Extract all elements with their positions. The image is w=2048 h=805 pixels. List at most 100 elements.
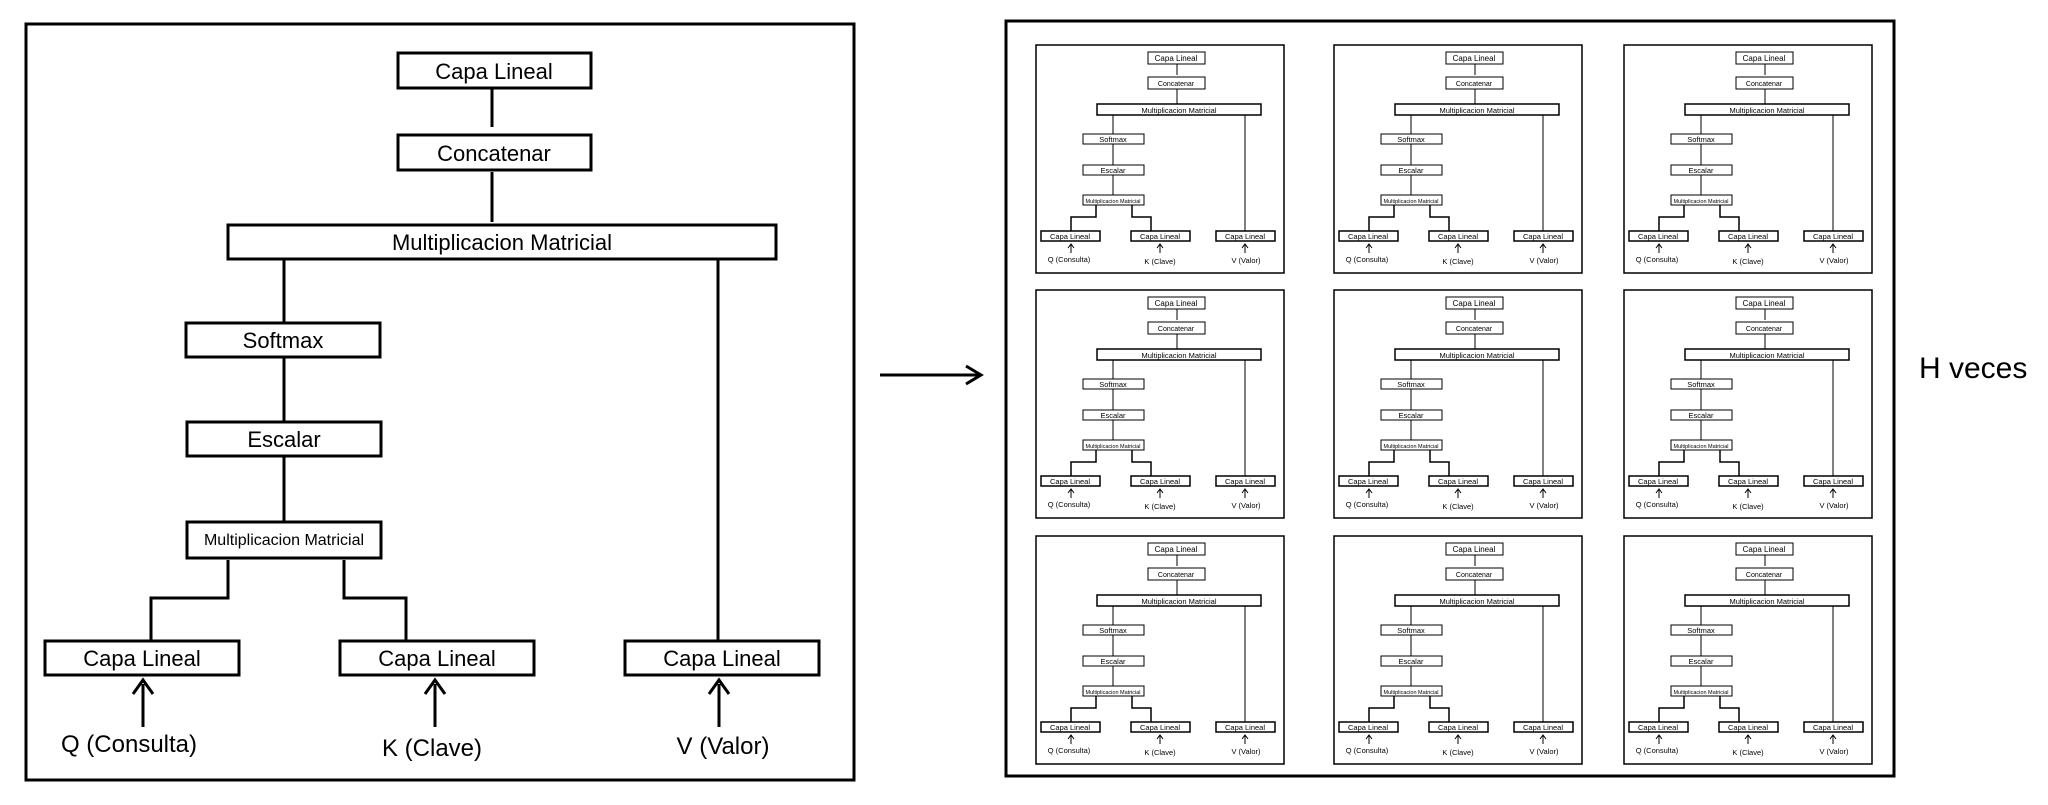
mini-matmul-bottom-box: [1380, 439, 1443, 451]
mini-linear-v-box: [1803, 475, 1864, 487]
mini-linear-q-label: Capa Lineal: [1050, 232, 1090, 241]
mini-linear-k-box: [1130, 230, 1191, 242]
mini-top-linear-label: Capa Lineal: [1155, 299, 1198, 308]
mini-scale-label: Escalar: [1100, 166, 1126, 175]
repeat-arrow: [880, 364, 984, 386]
mini-matmul-top-label: Multiplicacion Matricial: [1439, 597, 1514, 606]
softmax-box: [184, 321, 382, 359]
linear-k-box: [338, 639, 536, 677]
mini-concat-box: [1147, 567, 1206, 581]
mini-matmul-top-box: [1394, 103, 1560, 116]
mini-linear-v-label: Capa Lineal: [1523, 723, 1563, 732]
mini-input-q-label: Q (Consulta): [1048, 500, 1091, 509]
mini-linear-v-label: Capa Lineal: [1813, 477, 1853, 486]
mini-top-linear-box: [1445, 296, 1504, 310]
mini-concat-box: [1735, 567, 1794, 581]
scale-label: Escalar: [247, 427, 320, 452]
mini-softmax-box: [1670, 378, 1733, 390]
mini-linear-q-box: [1338, 721, 1399, 733]
linear-q-box: [43, 639, 241, 677]
mini-linear-v-box: [1803, 230, 1864, 242]
mini-input-q-label: Q (Consulta): [1636, 255, 1679, 264]
mini-matmul-bottom-box: [1670, 685, 1733, 697]
mini-matmul-top-box: [1684, 103, 1850, 116]
mini-concat-box: [1445, 567, 1504, 581]
mini-concat-label: Concatenar: [1746, 81, 1783, 88]
mini-matmul-bottom-box: [1082, 685, 1145, 697]
linear-q-label: Capa Lineal: [83, 646, 200, 671]
mini-scale-label: Escalar: [1100, 411, 1126, 420]
mini-top-linear-label: Capa Lineal: [1453, 545, 1496, 554]
linear-k-label: Capa Lineal: [378, 646, 495, 671]
mini-input-k-label: K (Clave): [1442, 502, 1474, 511]
mini-input-k-label: K (Clave): [1732, 257, 1764, 266]
mini-linear-v-box: [1513, 721, 1574, 733]
mini-scale-label: Escalar: [1398, 166, 1424, 175]
mini-input-k-label: K (Clave): [1144, 257, 1176, 266]
mini-matmul-top-box: [1684, 594, 1850, 607]
matmul-bottom-label: Multiplicacion Matricial: [204, 532, 364, 549]
mini-matmul-top-box: [1394, 594, 1560, 607]
mini-top-linear-label: Capa Lineal: [1453, 299, 1496, 308]
mini-linear-q-box: [1628, 721, 1689, 733]
mini-input-v-label: V (Valor): [1529, 747, 1559, 756]
repeat-label: H veces: [1919, 352, 2027, 385]
mini-input-v-label: V (Valor): [1819, 501, 1849, 510]
mini-linear-q-label: Capa Lineal: [1638, 723, 1678, 732]
mini-matmul-bottom-label: Multiplicacion Matricial: [1673, 444, 1728, 450]
mini-top-linear-box: [1735, 296, 1794, 310]
mini-concat-box: [1147, 321, 1206, 335]
mini-linear-k-box: [1428, 230, 1489, 242]
mini-scale-box: [1670, 409, 1733, 421]
mini-matmul-bottom-label: Multiplicacion Matricial: [1085, 444, 1140, 450]
mini-input-v-label: V (Valor): [1819, 256, 1849, 265]
mini-linear-v-box: [1215, 721, 1276, 733]
mini-top-linear-label: Capa Lineal: [1743, 545, 1786, 554]
mini-input-q-label: Q (Consulta): [1346, 746, 1389, 755]
mini-softmax-box: [1380, 378, 1443, 390]
mini-softmax-label: Softmax: [1687, 626, 1715, 635]
mini-linear-v-box: [1513, 230, 1574, 242]
concat-label: Concatenar: [437, 141, 551, 166]
mini-concat-label: Concatenar: [1158, 572, 1195, 579]
mini-linear-k-label: Capa Lineal: [1728, 232, 1768, 241]
matmul-top-box: [226, 223, 778, 261]
mini-softmax-label: Softmax: [1687, 380, 1715, 389]
mini-linear-v-label: Capa Lineal: [1813, 232, 1853, 241]
mini-concat-label: Concatenar: [1746, 572, 1783, 579]
mini-softmax-box: [1380, 624, 1443, 636]
mini-scale-box: [1380, 164, 1443, 176]
mini-matmul-bottom-box: [1670, 194, 1733, 206]
mini-matmul-bottom-label: Multiplicacion Matricial: [1383, 690, 1438, 696]
mini-input-q-label: Q (Consulta): [1048, 746, 1091, 755]
mini-top-linear-box: [1147, 542, 1206, 556]
mini-top-linear-label: Capa Lineal: [1155, 54, 1198, 63]
input-v-label: V (Valor): [677, 733, 770, 760]
linear-v-box: [623, 639, 821, 677]
mini-matmul-bottom-label: Multiplicacion Matricial: [1673, 199, 1728, 205]
mini-top-linear-box: [1735, 542, 1794, 556]
mini-input-k-label: K (Clave): [1732, 502, 1764, 511]
mini-concat-label: Concatenar: [1158, 81, 1195, 88]
mini-softmax-label: Softmax: [1397, 135, 1425, 144]
mini-top-linear-label: Capa Lineal: [1743, 299, 1786, 308]
mini-linear-k-label: Capa Lineal: [1438, 232, 1478, 241]
input-q-label: Q (Consulta): [61, 731, 197, 758]
mini-softmax-label: Softmax: [1099, 135, 1127, 144]
mini-input-q-label: Q (Consulta): [1048, 255, 1091, 264]
mini-top-linear-label: Capa Lineal: [1453, 54, 1496, 63]
mini-concat-label: Concatenar: [1456, 572, 1493, 579]
mini-top-linear-box: [1445, 51, 1504, 65]
mini-linear-k-box: [1130, 475, 1191, 487]
top-linear-layer-box: [396, 51, 593, 90]
softmax-label: Softmax: [243, 328, 324, 353]
mini-scale-box: [1082, 655, 1145, 667]
mini-linear-v-box: [1215, 475, 1276, 487]
